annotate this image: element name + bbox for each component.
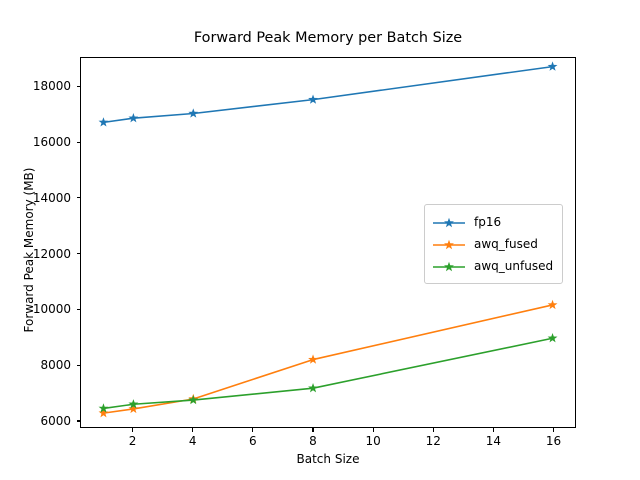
y-tick-label: 14000 bbox=[32, 190, 71, 205]
data-point-marker bbox=[98, 407, 109, 418]
series-fp16 bbox=[98, 61, 558, 127]
legend-swatch-icon bbox=[432, 237, 466, 251]
series-awq_fused bbox=[98, 299, 558, 418]
x-tick-mark bbox=[372, 428, 374, 432]
data-point-marker bbox=[128, 113, 139, 123]
y-tick-label: 8000 bbox=[40, 358, 71, 373]
data-point-marker bbox=[308, 354, 318, 364]
legend-label: awq_unfused bbox=[474, 259, 554, 273]
legend-swatch-icon bbox=[432, 259, 466, 273]
legend-label: awq_fused bbox=[474, 237, 538, 251]
series-line bbox=[102, 65, 554, 124]
x-tick-label: 16 bbox=[545, 434, 562, 448]
y-tick-mark bbox=[76, 141, 80, 143]
x-tick-mark bbox=[252, 428, 254, 432]
data-point-marker bbox=[547, 299, 558, 310]
data-point-marker bbox=[308, 382, 318, 393]
data-point-marker bbox=[98, 117, 109, 127]
legend-entry-fp16[interactable]: fp16 bbox=[432, 211, 553, 233]
series-line bbox=[102, 304, 554, 414]
y-axis-label: Forward Peak Memory (MB) bbox=[22, 167, 36, 332]
y-tick-label: 12000 bbox=[32, 246, 71, 261]
y-tick-label: 10000 bbox=[32, 302, 71, 317]
y-tick-mark bbox=[76, 364, 80, 366]
x-axis-label: Batch Size bbox=[296, 452, 360, 466]
x-tick-mark bbox=[312, 428, 314, 432]
chart-legend: fp16 awq_fused awq_unfused bbox=[424, 204, 564, 284]
chart-title: Forward Peak Memory per Batch Size bbox=[193, 30, 463, 46]
y-tick-mark bbox=[76, 197, 80, 199]
y-tick-mark bbox=[76, 85, 80, 87]
legend-entry-awq_fused[interactable]: awq_fused bbox=[432, 233, 553, 255]
x-tick-mark bbox=[552, 428, 554, 432]
x-tick-mark bbox=[132, 428, 134, 432]
legend-label: fp16 bbox=[474, 215, 502, 229]
plot-lines-svg bbox=[98, 61, 558, 418]
y-tick-mark bbox=[76, 253, 80, 255]
y-tick-mark bbox=[76, 420, 80, 422]
y-tick-label: 6000 bbox=[40, 414, 71, 429]
x-tick-label: 2 bbox=[128, 434, 137, 448]
x-tick-label: 6 bbox=[249, 434, 257, 448]
data-point-marker bbox=[547, 333, 558, 343]
data-point-marker bbox=[128, 403, 139, 414]
data-point-marker bbox=[98, 403, 109, 413]
data-point-marker bbox=[188, 394, 199, 405]
y-tick-label: 16000 bbox=[32, 135, 71, 150]
x-tick-label: 12 bbox=[425, 434, 441, 448]
x-tick-label: 10 bbox=[365, 434, 381, 448]
data-point-marker bbox=[547, 61, 558, 71]
x-tick-mark bbox=[492, 428, 494, 432]
x-tick-label: 8 bbox=[309, 434, 317, 448]
legend-entry-awq_unfused[interactable]: awq_unfused bbox=[432, 255, 553, 277]
x-tick-label: 14 bbox=[485, 434, 501, 448]
x-tick-label: 4 bbox=[188, 434, 197, 448]
data-point-marker bbox=[308, 94, 318, 104]
series-awq_unfused bbox=[98, 333, 558, 413]
y-tick-label: 18000 bbox=[32, 79, 71, 94]
data-point-marker bbox=[188, 108, 199, 118]
x-tick-mark bbox=[432, 428, 434, 432]
x-tick-mark bbox=[192, 428, 194, 432]
y-tick-mark bbox=[76, 308, 80, 310]
legend-swatch-icon bbox=[432, 215, 466, 229]
data-point-marker bbox=[128, 399, 139, 409]
series-line bbox=[102, 337, 554, 410]
